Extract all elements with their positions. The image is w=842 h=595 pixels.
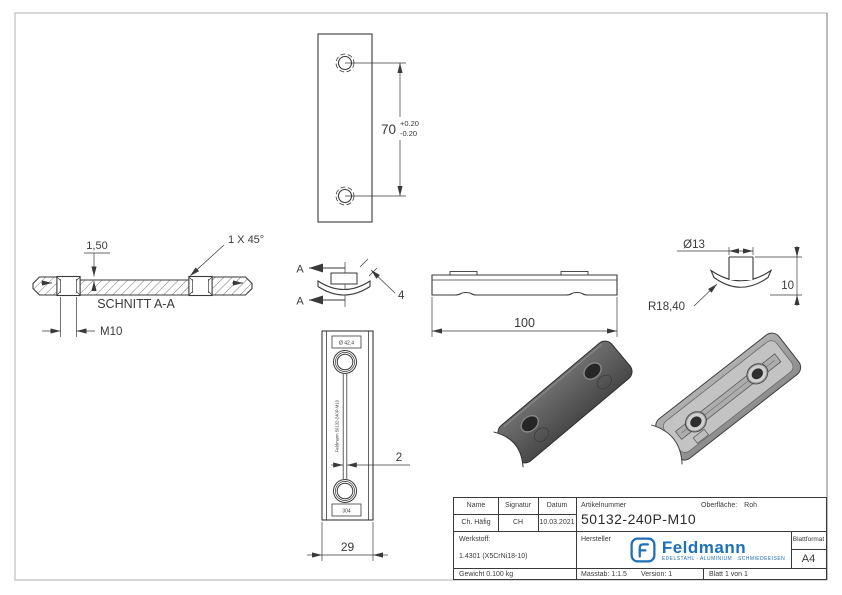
dim-text-radius: R18,40 bbox=[648, 301, 685, 313]
article-value: 50132-240P-M10 bbox=[581, 511, 697, 527]
material-value: 1.4301 (X5CrNi18-10) bbox=[459, 553, 528, 560]
view-top: 70 +0.20 -0.20 bbox=[317, 33, 421, 223]
dim-text-70: 70 bbox=[381, 122, 396, 137]
render-stamp bbox=[692, 428, 710, 444]
stamp-text-bottom: 304 bbox=[342, 509, 351, 515]
render-hole-1 bbox=[520, 414, 539, 433]
divider bbox=[454, 568, 826, 569]
divider bbox=[576, 498, 577, 579]
company-logo: Feldmann EDELSTAHL · ALUMINIUM · SCHMIED… bbox=[624, 536, 791, 564]
view-side: Ø13 10 R18,40 bbox=[648, 239, 802, 313]
view-bottom: Ø 42,4 304 Feldmann 50132-240P-M10 2 29 bbox=[307, 330, 410, 561]
name-label: Name bbox=[466, 502, 486, 509]
front-boss-left bbox=[449, 271, 478, 276]
divider bbox=[791, 549, 826, 550]
front-boss-right bbox=[560, 271, 589, 276]
cut-label-top: A bbox=[296, 264, 304, 276]
dim-text-thickness: 4 bbox=[398, 290, 405, 302]
render-3d-bottom bbox=[645, 332, 802, 470]
render-hole-2 bbox=[583, 362, 602, 380]
manufacturer-label: Hersteller bbox=[581, 536, 611, 543]
surface-row: Oberfläche: Roh bbox=[701, 502, 757, 509]
logo-tagline: EDELSTAHL · ALUMINIUM · SCHMIEDEEISEN bbox=[661, 555, 786, 562]
render-3d-top bbox=[487, 340, 633, 473]
bottom-outline bbox=[321, 330, 374, 521]
name-value: Ch. Häfig bbox=[461, 519, 491, 526]
material-label: Werkstoff: bbox=[459, 536, 491, 543]
surface-label: Oberfläche: bbox=[701, 502, 738, 509]
feldmann-logo-icon bbox=[630, 537, 656, 563]
stamp-text-top: Ø 42,4 bbox=[339, 341, 354, 347]
section-boss-left bbox=[56, 275, 81, 297]
signature-label: Signatur bbox=[504, 502, 532, 509]
section-boss-right bbox=[188, 275, 213, 297]
version-value: Version: 1 bbox=[641, 571, 673, 578]
stamp-text-side: Feldmann 50132-240P-M10 bbox=[335, 399, 340, 452]
weight-value: Gewicht 0.100 kg bbox=[459, 571, 514, 578]
article-label: Artikelnummer bbox=[581, 502, 627, 509]
divider bbox=[454, 514, 576, 515]
divider bbox=[703, 568, 704, 579]
surface-value: Roh bbox=[744, 502, 757, 509]
dim-text-thread: M10 bbox=[100, 326, 122, 338]
dim-text-recess: 1,50 bbox=[86, 240, 107, 252]
date-value: 10.03.2021 bbox=[539, 519, 575, 526]
format-label: Blattformat bbox=[792, 536, 825, 543]
title-block: Name Signatur Datum Ch. Häfig CH 10.03.2… bbox=[453, 497, 827, 580]
cut-label-bottom: A bbox=[296, 296, 304, 308]
format-value: A4 bbox=[801, 553, 816, 565]
end-view-arc bbox=[317, 279, 371, 296]
signature-value: CH bbox=[512, 519, 524, 526]
divider bbox=[454, 531, 826, 532]
end-view-boss bbox=[330, 272, 358, 285]
front-outline bbox=[431, 274, 618, 296]
section-label: SCHNITT A-A bbox=[97, 297, 175, 311]
dim-tol-minus: -0.20 bbox=[400, 129, 417, 138]
sheet-value: Blatt 1 von 1 bbox=[709, 571, 748, 578]
logo-text: Feldmann bbox=[661, 537, 747, 557]
dim-text-length: 100 bbox=[514, 316, 535, 330]
view-end: A A 4 bbox=[296, 258, 405, 308]
date-label: Datum bbox=[546, 502, 568, 509]
top-view-outline bbox=[317, 33, 373, 223]
dim-text-height: 10 bbox=[781, 280, 794, 292]
stamp-box-top bbox=[331, 335, 362, 349]
view-section: 1,50 1 X 45° SCHNITT A-A M10 bbox=[32, 234, 264, 338]
dim-tol-plus: +0.20 bbox=[400, 119, 419, 128]
view-front: 100 bbox=[431, 271, 618, 337]
scale-value: Masstab: 1:1.5 bbox=[581, 571, 627, 578]
dim-text-boss-dia: Ø13 bbox=[683, 239, 705, 251]
stamp-box-bottom bbox=[331, 503, 362, 517]
dim-text-groove: 2 bbox=[396, 452, 402, 464]
dim-text-width: 29 bbox=[341, 540, 355, 554]
dim-text-chamfer: 1 X 45° bbox=[228, 234, 264, 246]
